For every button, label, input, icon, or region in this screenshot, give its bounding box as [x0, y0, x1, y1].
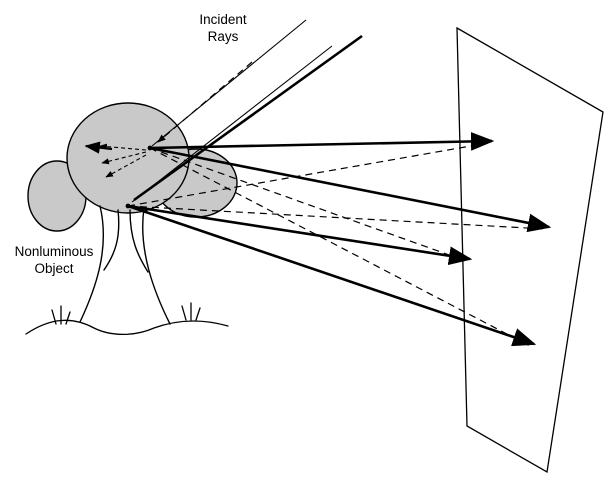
scattered-ray [99, 143, 147, 151]
ground-line [65, 311, 71, 325]
foliage-blob [66, 102, 190, 214]
reflected-ray-bold [127, 204, 473, 266]
trunk-line [129, 209, 149, 273]
ground-line [51, 309, 57, 325]
scattered-ray [84, 141, 113, 154]
scattered-ray [105, 154, 147, 178]
incident-ray [133, 34, 363, 202]
object-point [147, 145, 153, 151]
screen-plane [456, 26, 604, 474]
tree [27, 102, 238, 325]
reflected-ray-bold [127, 204, 537, 347]
trunk-line [103, 209, 120, 271]
object-point [125, 203, 131, 209]
trunk-line [142, 207, 171, 325]
trunk-line [79, 205, 105, 323]
ground-line [195, 307, 201, 321]
scattered-ray [101, 151, 147, 165]
screen-surface [456, 26, 604, 474]
light-rays [84, 19, 552, 347]
reflected-ray-dashed [127, 205, 546, 230]
incident-rays-label: Incident Rays [199, 12, 247, 44]
nonluminous-object-label: Nonluminous Object [14, 244, 94, 276]
incident-ray [151, 19, 307, 147]
reflected-ray-dashed [149, 147, 467, 262]
ground-line [25, 319, 229, 336]
reflected-ray-dashed [127, 142, 489, 207]
reflected-ray-bold [149, 132, 495, 151]
ground [25, 302, 229, 336]
ground-line [181, 305, 187, 321]
reflected-ray-bold [149, 146, 552, 233]
